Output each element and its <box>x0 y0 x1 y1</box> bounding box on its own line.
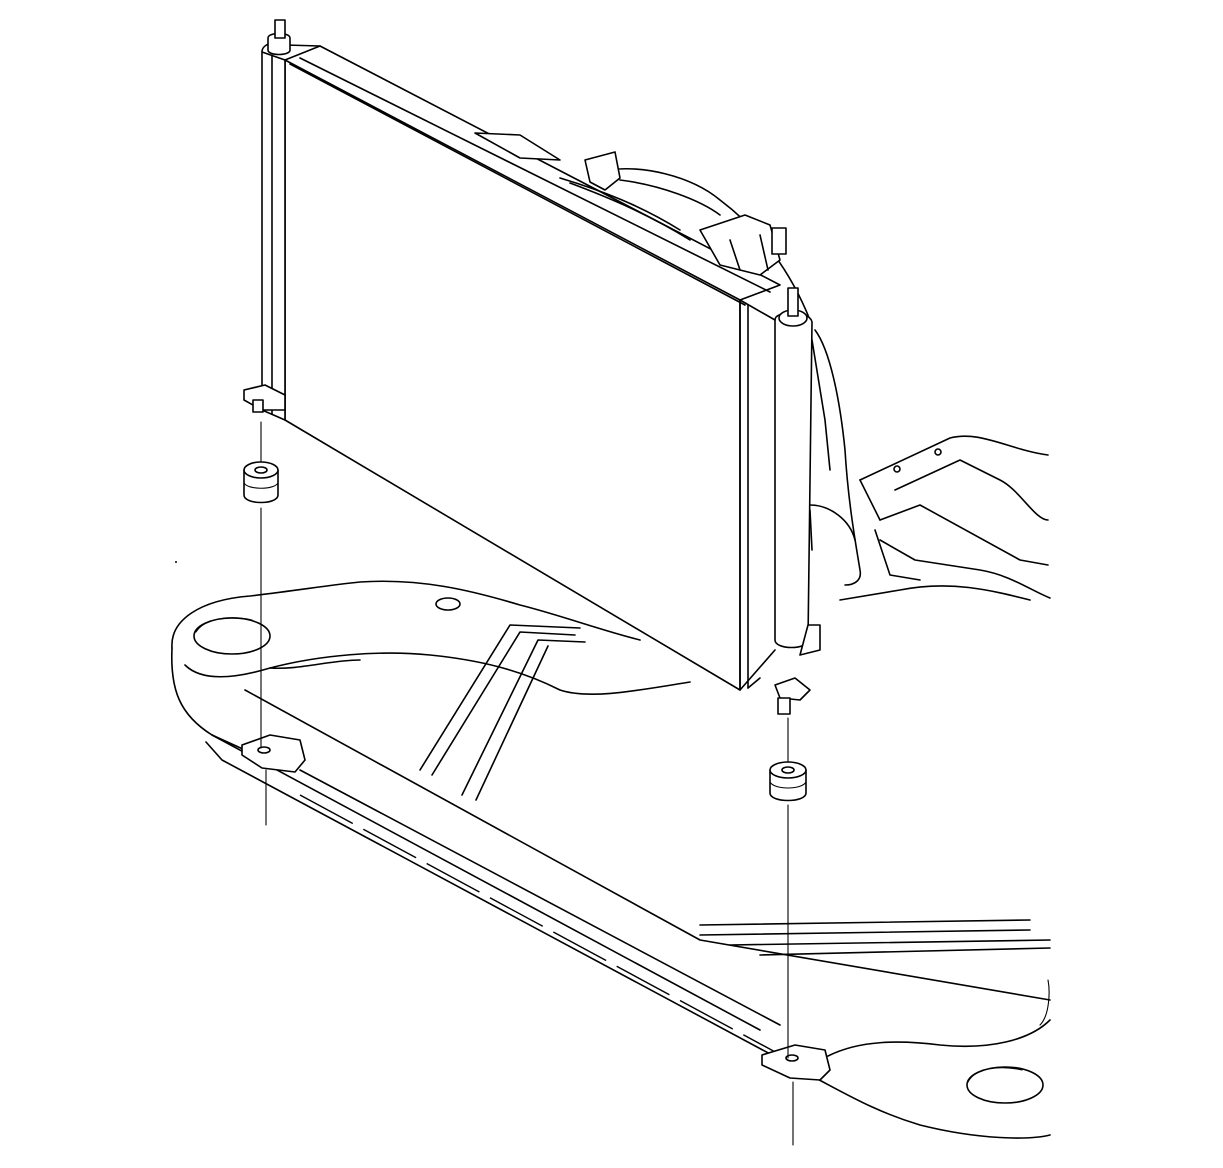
right-lower-insulator <box>769 761 807 802</box>
radiator <box>243 19 821 715</box>
left-lower-insulator <box>243 461 279 504</box>
alignment-lines <box>260 421 794 1146</box>
left-mounting-pad <box>241 734 306 773</box>
radiator-support <box>170 580 1051 1139</box>
right-mounting-pad <box>761 1044 831 1081</box>
stray-dot <box>175 561 177 563</box>
